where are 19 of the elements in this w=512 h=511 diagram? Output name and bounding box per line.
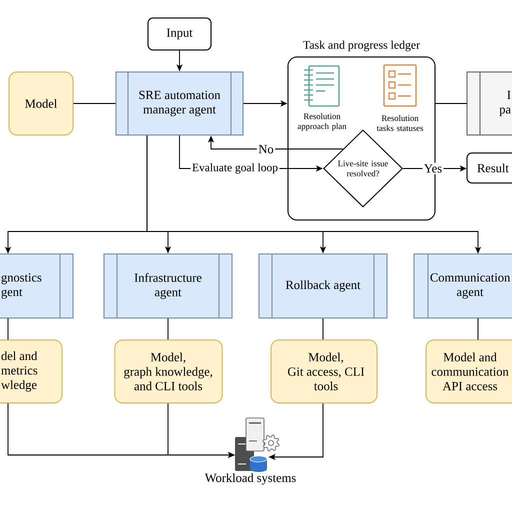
node-label: Task and progress ledger [303,40,420,52]
process-box: Infrastructure agent [104,254,232,318]
edge-label: Evaluate goal loop [190,162,280,176]
process-box: Communication agent [414,254,512,318]
icon-caption: Workload systems [204,473,296,485]
icon-caption: Resolution tasks statuses [376,115,423,131]
process-box: I pa [466,72,512,136]
rounded-box: del and metrics wledge [0,340,62,404]
rounded-box: Model, graph knowledge, and CLI tools [114,340,223,404]
icon-caption: Resolution approach plan [298,113,346,131]
rounded-box: Result [466,152,512,184]
edge-label: No [256,144,276,155]
rounded-box: Input [148,18,212,50]
process-box: Rollback agent [258,254,388,318]
process-box: SRE automation manager agent [116,72,244,136]
rounded-box: Model, Git access, CLI tools [270,340,378,404]
process-box: gnostics gent [0,254,74,318]
rounded-box: Model [8,72,74,136]
rounded-box: Model and communication API access [426,340,512,404]
